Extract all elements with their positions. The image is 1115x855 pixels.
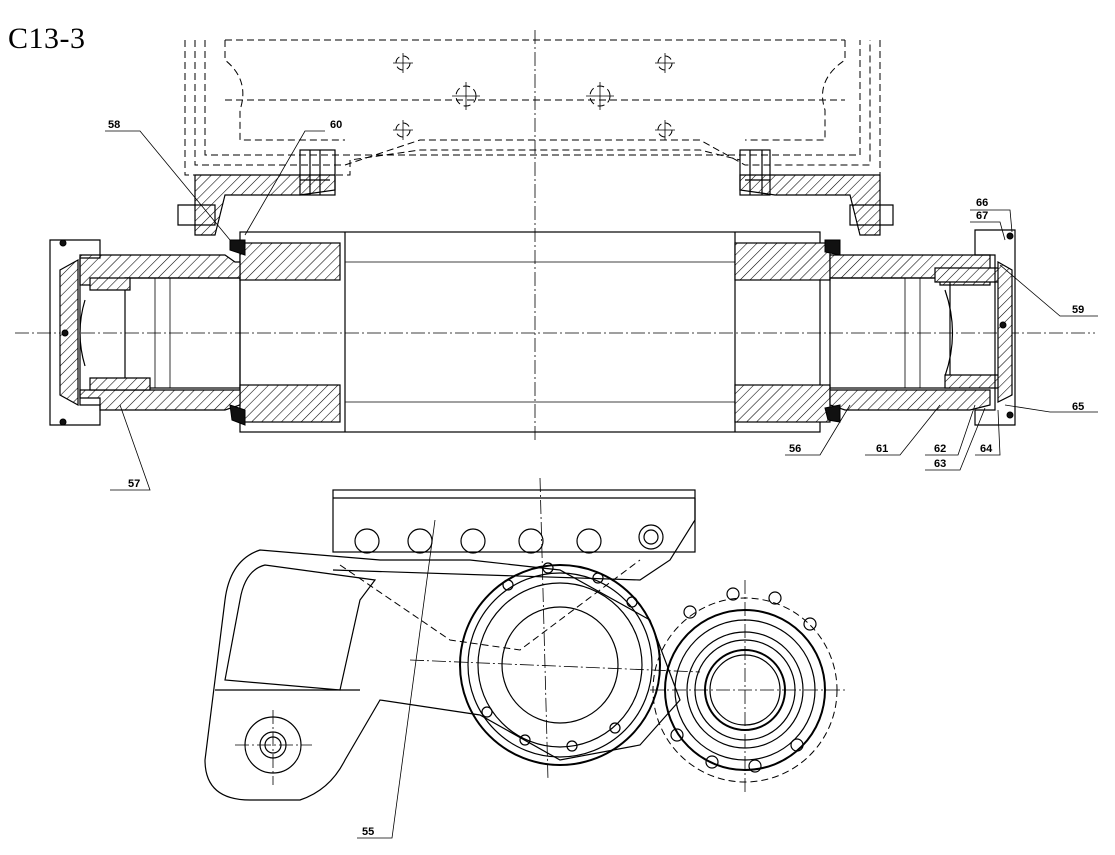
frame-outline [184,30,881,440]
callout-65: 65 [1072,401,1084,413]
callout-labels: 58 60 66 67 59 65 57 56 61 62 63 64 55 [108,119,1084,838]
callout-56: 56 [789,443,801,455]
leader-lines [105,130,1098,839]
flange-bolts-left [481,562,638,752]
callout-61: 61 [876,443,888,455]
callout-66: 66 [976,197,988,209]
plate-nuts [354,524,664,554]
callout-64: 64 [980,443,993,455]
callout-63: 63 [934,458,946,470]
frame-bolt-holes [393,53,675,140]
callout-60: 60 [330,119,342,131]
callout-59: 59 [1072,304,1084,316]
flange-bolts-right [670,587,817,773]
callout-57: 57 [128,478,140,490]
callout-55: 55 [362,826,374,838]
figure-title: C13-3 [8,22,86,55]
side-view [204,477,845,801]
callout-67: 67 [976,210,988,222]
axle-assembly [15,149,1095,433]
callout-58: 58 [108,119,120,131]
callout-62: 62 [934,443,946,455]
